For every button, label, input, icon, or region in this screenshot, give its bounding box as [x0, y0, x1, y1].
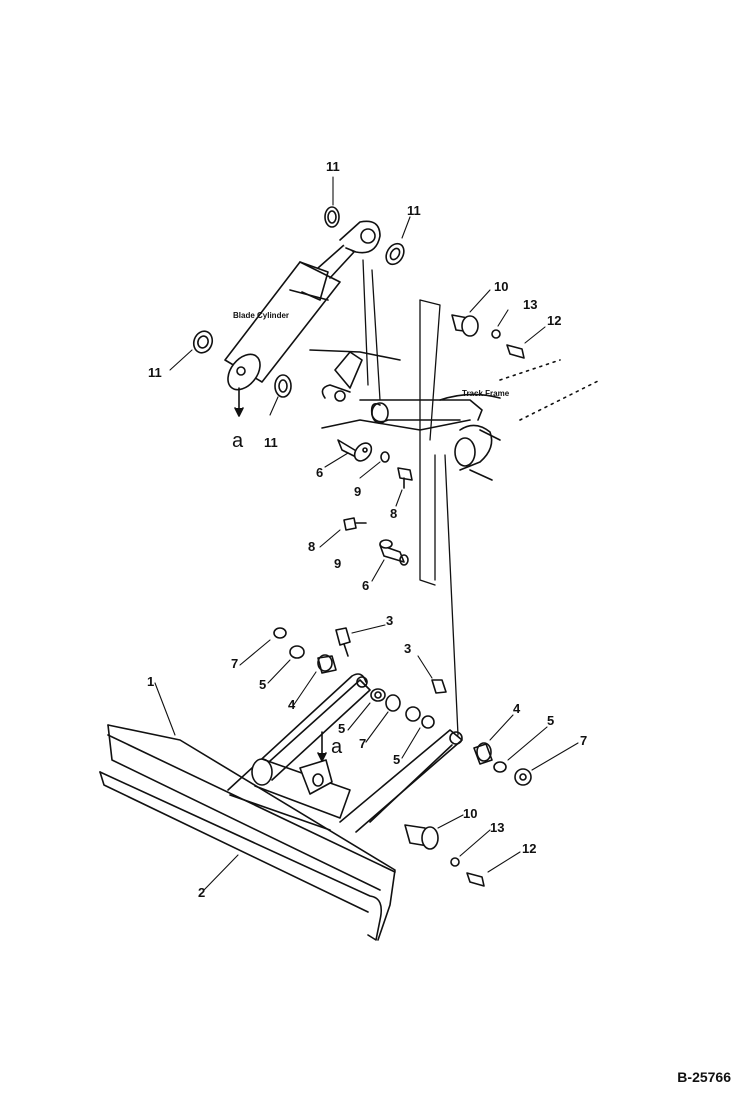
callout-8: 8: [390, 506, 398, 521]
callout-4: 4: [513, 701, 521, 716]
callout-3: 3: [404, 641, 412, 656]
callout-6: 6: [362, 578, 370, 593]
callout-13: 13: [523, 297, 538, 312]
callout-5: 5: [259, 677, 267, 692]
washer-7-center-a: [385, 694, 401, 712]
bushing-4-left: [317, 654, 337, 674]
ref-arrow-bottom: [317, 731, 327, 762]
callout-5: 5: [393, 752, 401, 767]
callout-10: 10: [463, 806, 478, 821]
callout-12: 12: [547, 313, 562, 328]
blade-cylinder: [224, 220, 381, 391]
nut-5-right: [493, 761, 507, 773]
callout-11: 11: [148, 365, 162, 380]
reference-a-bottom: a: [331, 736, 343, 758]
callout-5: 5: [338, 721, 346, 736]
callout-4: 4: [288, 697, 296, 712]
pin-10-top: [451, 314, 479, 337]
callout-9: 9: [334, 556, 342, 571]
callout-6: 6: [316, 465, 324, 480]
callout-8: 8: [308, 539, 316, 554]
pin-6-top: [337, 439, 373, 462]
washer-13-top: [491, 329, 501, 339]
callout-7: 7: [580, 733, 588, 748]
nut-5-left: [289, 645, 305, 659]
bolt-12-bottom: [466, 872, 485, 887]
callout-11: 11: [264, 435, 278, 450]
callout-11: 11: [407, 203, 421, 218]
callout-1: 1: [147, 674, 155, 689]
callout-12: 12: [522, 841, 537, 856]
reference-a-top: a: [232, 430, 244, 452]
callout-11: 11: [326, 159, 340, 174]
callout-7: 7: [231, 656, 239, 671]
blade-cylinder-label: Blade Cylinder: [233, 311, 290, 320]
bushing-4-right: [473, 742, 493, 765]
callout-2: 2: [198, 885, 206, 900]
callout-5: 5: [547, 713, 555, 728]
pin-6-lower: [379, 539, 409, 566]
nut-5-center-b: [421, 715, 435, 729]
track-frame: [309, 349, 601, 481]
washer-11-left: [192, 330, 214, 354]
washer-7-center-b: [405, 706, 421, 722]
track-frame-label: Track Frame: [462, 389, 510, 398]
bolt-8-top: [397, 467, 413, 489]
ref-arrow-top: [234, 387, 244, 417]
washer-7-left: [273, 627, 287, 639]
bolt-8-lower: [343, 517, 367, 531]
bolt-12-top: [506, 344, 525, 359]
assembly-guide-lines: [362, 259, 459, 736]
nut-5-center: [370, 688, 386, 702]
dozer-blade-2: [99, 724, 396, 941]
callout-13: 13: [490, 820, 505, 835]
washer-11-right: [385, 242, 405, 266]
washer-7-right: [514, 768, 532, 786]
blade-frame-1: [227, 673, 463, 833]
grease-fitting-3-upper: [335, 627, 351, 657]
washer-11-top: [324, 206, 340, 228]
grease-fitting-3-lower: [431, 679, 447, 694]
callout-9: 9: [354, 484, 362, 499]
washer-9-top: [380, 451, 390, 463]
washer-11-lower: [274, 374, 292, 398]
callout-10: 10: [494, 279, 509, 294]
callout-7: 7: [359, 736, 367, 751]
callout-3: 3: [386, 613, 394, 628]
callout-leaders: [154, 176, 579, 891]
pin-10-bottom: [404, 824, 439, 850]
figure-number: B-25766: [677, 1069, 731, 1085]
washer-13-bottom: [450, 857, 460, 867]
